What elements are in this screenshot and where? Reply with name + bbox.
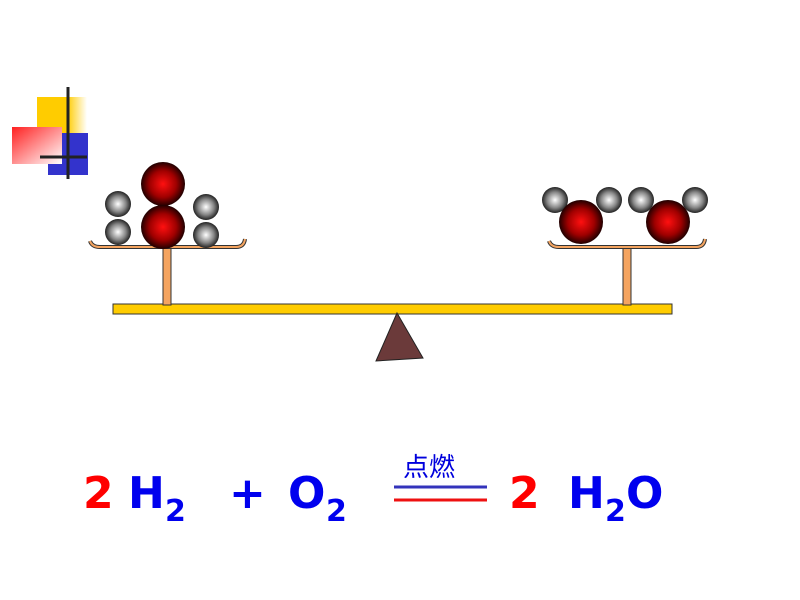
left-pan <box>88 238 247 306</box>
h2o-o-symbol: O <box>626 468 663 519</box>
balance-beam <box>112 303 673 315</box>
right-pan <box>547 238 707 306</box>
water-molecules <box>542 187 708 244</box>
oxygen-atom <box>646 200 690 244</box>
hydrogen-atom <box>105 191 131 217</box>
plus-sign: + <box>229 468 266 519</box>
oxygen-atom <box>559 200 603 244</box>
decorative-squares-logo <box>12 87 88 179</box>
hydrogen-atom <box>628 187 654 213</box>
h2-subscript: 2 <box>165 494 186 529</box>
hydrogen-atom <box>682 187 708 213</box>
o2-symbol: O <box>288 468 325 519</box>
coefficient-h2o: 2 <box>509 468 540 519</box>
coefficient-h2: 2 <box>83 468 114 519</box>
chemical-equation: 2 H 2 + O 2 点燃 2 H 2 O <box>83 453 663 529</box>
hydrogen-atom <box>193 194 219 220</box>
oxygen-atom <box>141 162 185 206</box>
hydrogen-atom <box>105 219 131 245</box>
hydrogen-atom <box>542 187 568 213</box>
hydrogen-oxygen-molecules <box>105 162 219 249</box>
hydrogen-atom <box>596 187 622 213</box>
o2-subscript: 2 <box>326 494 347 529</box>
hydrogen-atom <box>193 222 219 248</box>
h2o-subscript: 2 <box>605 494 626 529</box>
reaction-condition: 点燃 <box>403 453 455 483</box>
oxygen-atom <box>141 205 185 249</box>
h2-symbol: H <box>128 468 165 519</box>
fulcrum-triangle <box>375 311 424 362</box>
h2o-h-symbol: H <box>568 468 605 519</box>
